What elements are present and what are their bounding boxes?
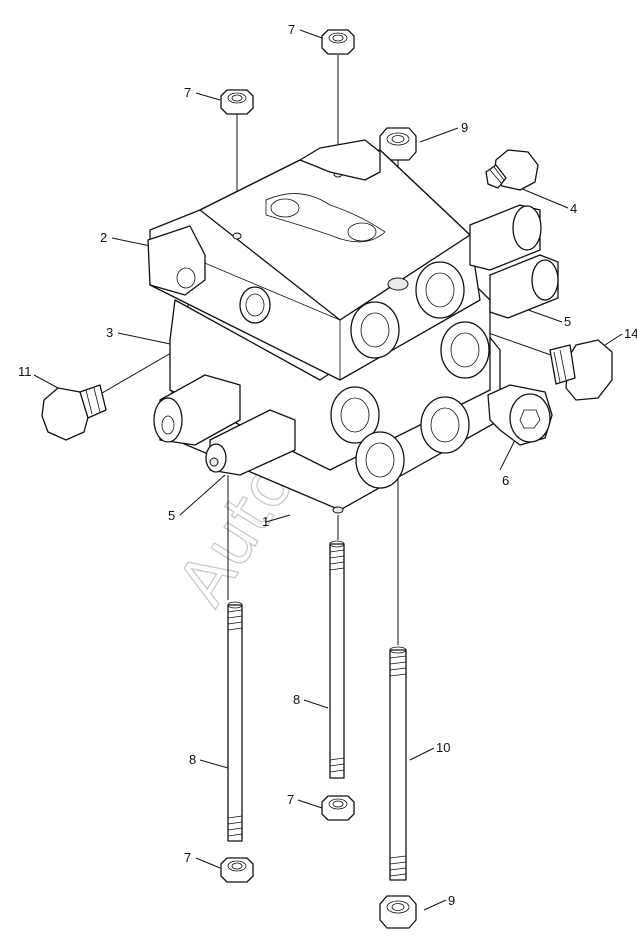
callout-label: 8: [293, 692, 300, 707]
callout-label: 7: [288, 22, 295, 37]
callout-label: 1: [262, 514, 269, 529]
callout-label: 6: [502, 473, 509, 488]
callout-label: 7: [184, 850, 191, 865]
callout-label: 5: [168, 508, 175, 523]
callout-label: 2: [100, 230, 107, 245]
callout-label: 7: [184, 85, 191, 100]
stud-8-left: [227, 601, 243, 842]
callout-label: 7: [287, 792, 294, 807]
plug-14: [549, 339, 613, 401]
nut-9-bottom: [379, 895, 417, 929]
nut-7-top: [321, 29, 355, 55]
stud-10: [389, 646, 407, 881]
valve-body: [147, 139, 559, 514]
callout-label: 3: [106, 325, 113, 340]
stud-8-middle: [329, 540, 345, 779]
callout-label: 14: [624, 326, 637, 341]
callout-label: 4: [570, 201, 577, 216]
callout-label: 11: [18, 364, 32, 379]
nut-7-middle: [321, 795, 355, 821]
callout-label: 9: [448, 893, 455, 908]
callout-label: 5: [564, 314, 571, 329]
nut-7-bottom: [220, 857, 254, 883]
plug-6: [487, 384, 553, 446]
callout-label: 9: [461, 120, 468, 135]
callout-label: 8: [189, 752, 196, 767]
nut-7-left: [220, 89, 254, 115]
callouts: 7 7 9 4 2 3 5 14 11 6 5 1 8 8 10 7 7 9: [18, 22, 637, 908]
plug-4: [485, 149, 539, 191]
callout-label: 10: [436, 740, 450, 755]
plug-11: [41, 384, 107, 441]
